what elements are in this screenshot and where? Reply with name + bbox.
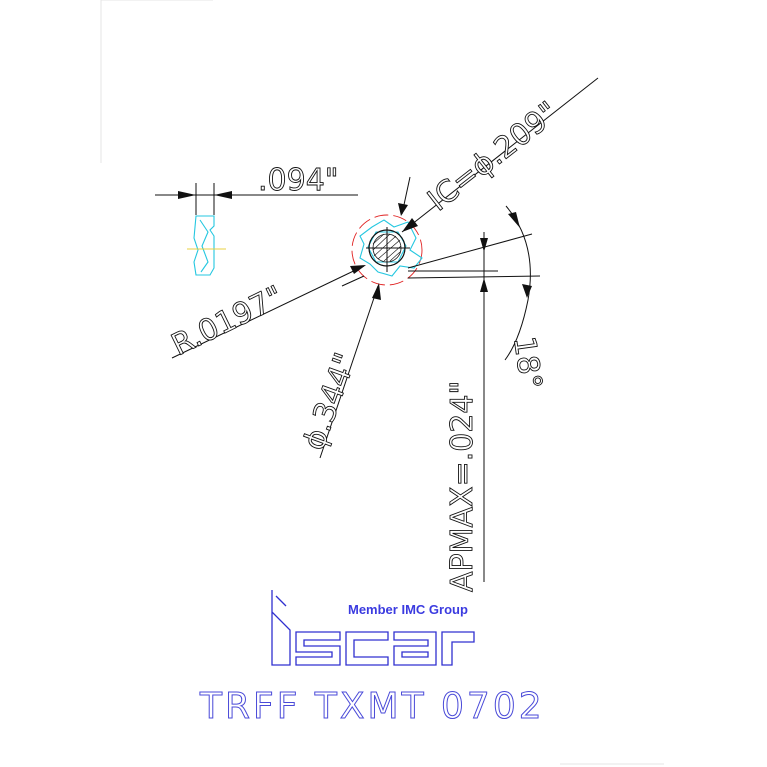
apmax-label: APMAX=.024" — [445, 381, 480, 592]
model-designation: TRFF TXMT 0702 — [199, 686, 545, 727]
apmax-dimension: APMAX=.024" — [407, 232, 541, 592]
insert-side-view — [187, 215, 226, 276]
ic-label: IC=ϕ.209" — [421, 95, 565, 218]
brand-tagline: Member IMC Group — [348, 602, 468, 617]
radius-label: R.0197" — [166, 279, 289, 363]
iscar-logo: Member IMC Group — [271, 590, 475, 666]
radius-dimension: R.0197" — [166, 265, 366, 364]
diameter-dimension: ϕ.344" — [296, 283, 381, 459]
width-label: .094" — [258, 163, 339, 198]
diameter-label: ϕ.344" — [297, 348, 364, 454]
ic-dimension: IC=ϕ.209" — [398, 77, 599, 233]
angle-dimension: 18° — [504, 205, 549, 392]
width-dimension: .094" — [155, 163, 358, 215]
insert-top-view — [351, 214, 423, 286]
angle-label: 18° — [506, 334, 548, 392]
